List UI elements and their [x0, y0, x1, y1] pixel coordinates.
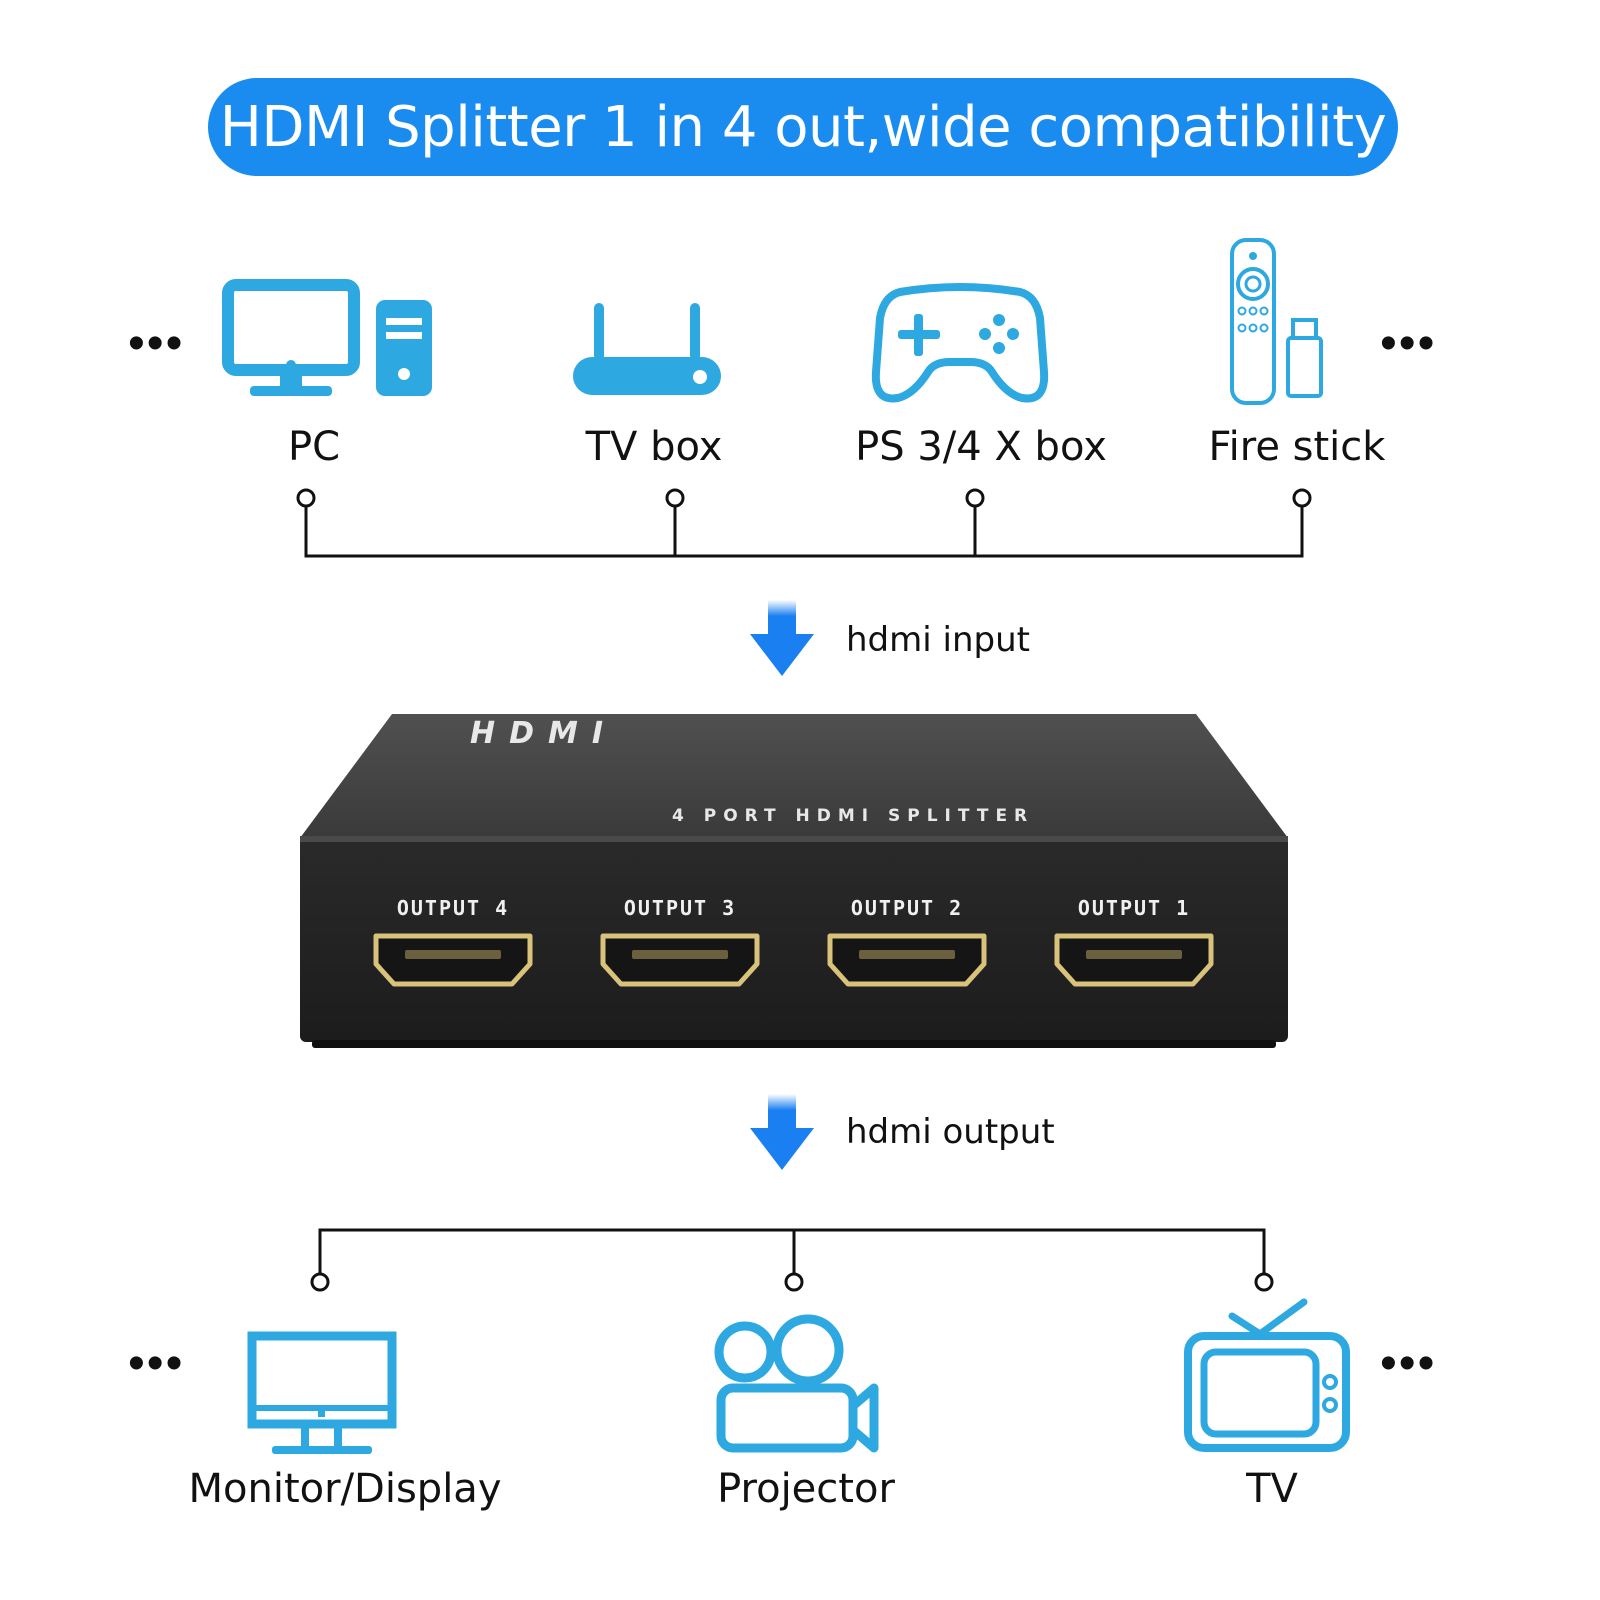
router-icon: [573, 303, 721, 395]
ellipsis-bottom-left: •••: [128, 1337, 185, 1390]
ellipsis-top-left: •••: [128, 317, 185, 370]
splitter-device: [300, 714, 1288, 1048]
port-label-2: OUTPUT 2: [850, 896, 964, 920]
tv-icon: [1184, 1298, 1350, 1452]
port-label-4: OUTPUT 4: [396, 896, 510, 920]
output-arrow-icon: [750, 1094, 814, 1170]
banner-title: HDMI Splitter 1 in 4 out,wide compatibil…: [219, 94, 1387, 160]
ellipsis-bottom-right: •••: [1380, 1337, 1437, 1390]
title-banner: HDMI Splitter 1 in 4 out,wide compatibil…: [208, 78, 1398, 176]
ellipsis-top-right: •••: [1380, 317, 1437, 370]
hdmi-port-1: [1054, 933, 1214, 987]
hdmi-output-label: hdmi output: [846, 1112, 1055, 1152]
input-label-fire-stick: Fire stick: [1208, 424, 1386, 470]
input-label-pc: PC: [287, 424, 341, 470]
input-connector-tree: [296, 488, 1312, 558]
output-connector-tree: [310, 1228, 1274, 1292]
output-label-monitor: Monitor/Display: [188, 1466, 502, 1512]
input-arrow-icon: [750, 600, 814, 676]
port-label-3: OUTPUT 3: [623, 896, 737, 920]
gamepad-icon: [871, 283, 1049, 403]
output-label-tv: TV: [1246, 1466, 1298, 1512]
output-label-projector: Projector: [717, 1466, 895, 1512]
monitor-icon: [247, 1331, 397, 1454]
port-label-1: OUTPUT 1: [1077, 896, 1191, 920]
device-brand: HDMI: [470, 716, 618, 751]
projector-icon: [714, 1314, 879, 1453]
input-label-tv-box: TV box: [585, 424, 723, 470]
remote-stick-icon: [1230, 238, 1323, 405]
hdmi-port-2: [827, 933, 987, 987]
pc-icon: [222, 279, 432, 396]
device-model: 4 PORT HDMI SPLITTER: [672, 806, 1035, 826]
hdmi-port-3: [600, 933, 760, 987]
hdmi-port-4: [373, 933, 533, 987]
input-label-console: PS 3/4 X box: [855, 424, 1107, 470]
hdmi-input-label: hdmi input: [846, 620, 1030, 660]
